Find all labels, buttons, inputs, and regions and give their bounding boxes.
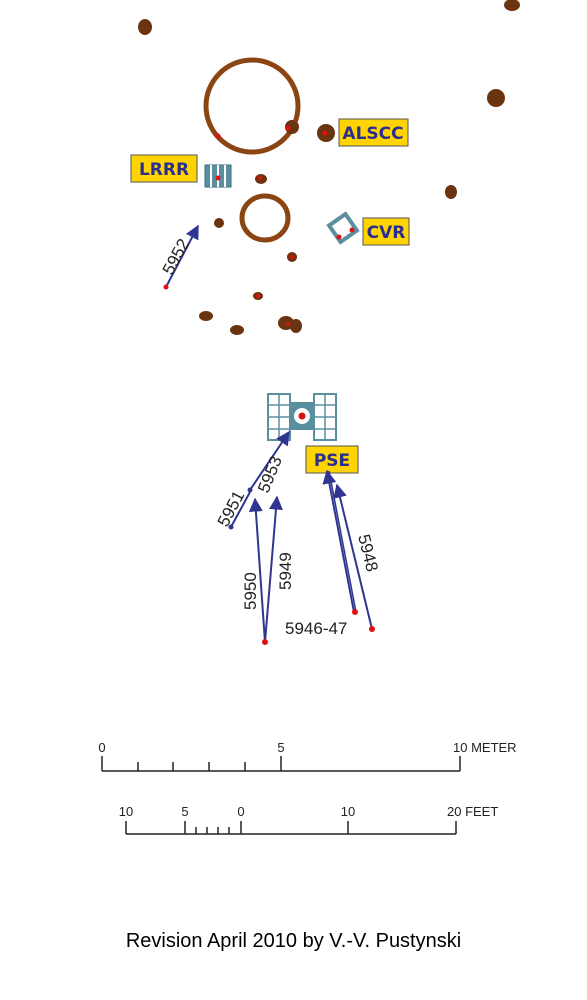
meter-scale-bar: 0 5 10 METER (98, 740, 517, 772)
station-dot (322, 130, 328, 136)
station-dot (290, 255, 294, 259)
label-5949: 5949 (276, 552, 295, 590)
feet-tick-20: 20 FEET (447, 804, 498, 819)
lrrr-reflector-icon (204, 164, 232, 188)
pse-text: PSE (314, 451, 350, 471)
cvr-label: CVR (362, 217, 410, 246)
rock (214, 218, 224, 228)
photo-5952: 5952 (159, 224, 199, 290)
rock (290, 319, 302, 333)
feet-tick-10: 10 (341, 804, 355, 819)
station-dot (258, 176, 262, 180)
station-dots (215, 125, 328, 326)
cvr-text: CVR (367, 223, 406, 243)
rock (487, 89, 505, 107)
pse-label: PSE (305, 445, 359, 474)
meter-tick-5: 5 (277, 740, 284, 755)
rock (230, 325, 244, 335)
feet-tick-10-left: 10 (119, 804, 133, 819)
photo-5953: 5953 (247, 430, 290, 495)
station-dot (256, 294, 260, 298)
station-dot (286, 322, 290, 326)
rock (285, 120, 299, 134)
meter-tick-10: 10 METER (453, 740, 517, 755)
feet-tick-0: 0 (237, 804, 244, 819)
rock (199, 311, 213, 321)
photo-5949: 5949 (262, 495, 295, 645)
feet-tick-5: 5 (181, 804, 188, 819)
rock (278, 316, 294, 330)
pse-seismometer-icon (267, 393, 337, 441)
rock (504, 0, 520, 11)
photo-5950: 5950 (241, 497, 266, 643)
station-dot (285, 125, 291, 131)
crater-small (239, 193, 291, 243)
alscc-text: ALSCC (342, 124, 403, 144)
crater-large (203, 57, 301, 155)
photo-5951: 5951 (214, 488, 251, 530)
label-5950: 5950 (241, 572, 260, 610)
label-5951: 5951 (214, 488, 249, 530)
label-5953: 5953 (254, 453, 286, 495)
label-5952: 5952 (159, 236, 194, 278)
label-5946-47: 5946-47 (285, 619, 347, 638)
lrrr-text: LRRR (139, 160, 189, 180)
station-dot (215, 133, 221, 139)
alscc-label: ALSCC (338, 118, 409, 147)
revision-credit: Revision April 2010 by V.-V. Pustynski (125, 930, 462, 952)
feet-scale-bar: 10 5 0 10 20 FEET (119, 804, 498, 835)
cvr-icon (326, 211, 360, 245)
photo-5946-47: 5946-47 (285, 469, 358, 638)
rock (445, 185, 457, 199)
rock (138, 19, 152, 35)
lrrr-label: LRRR (130, 154, 198, 183)
label-5948: 5948 (354, 532, 382, 573)
meter-tick-0: 0 (98, 740, 105, 755)
